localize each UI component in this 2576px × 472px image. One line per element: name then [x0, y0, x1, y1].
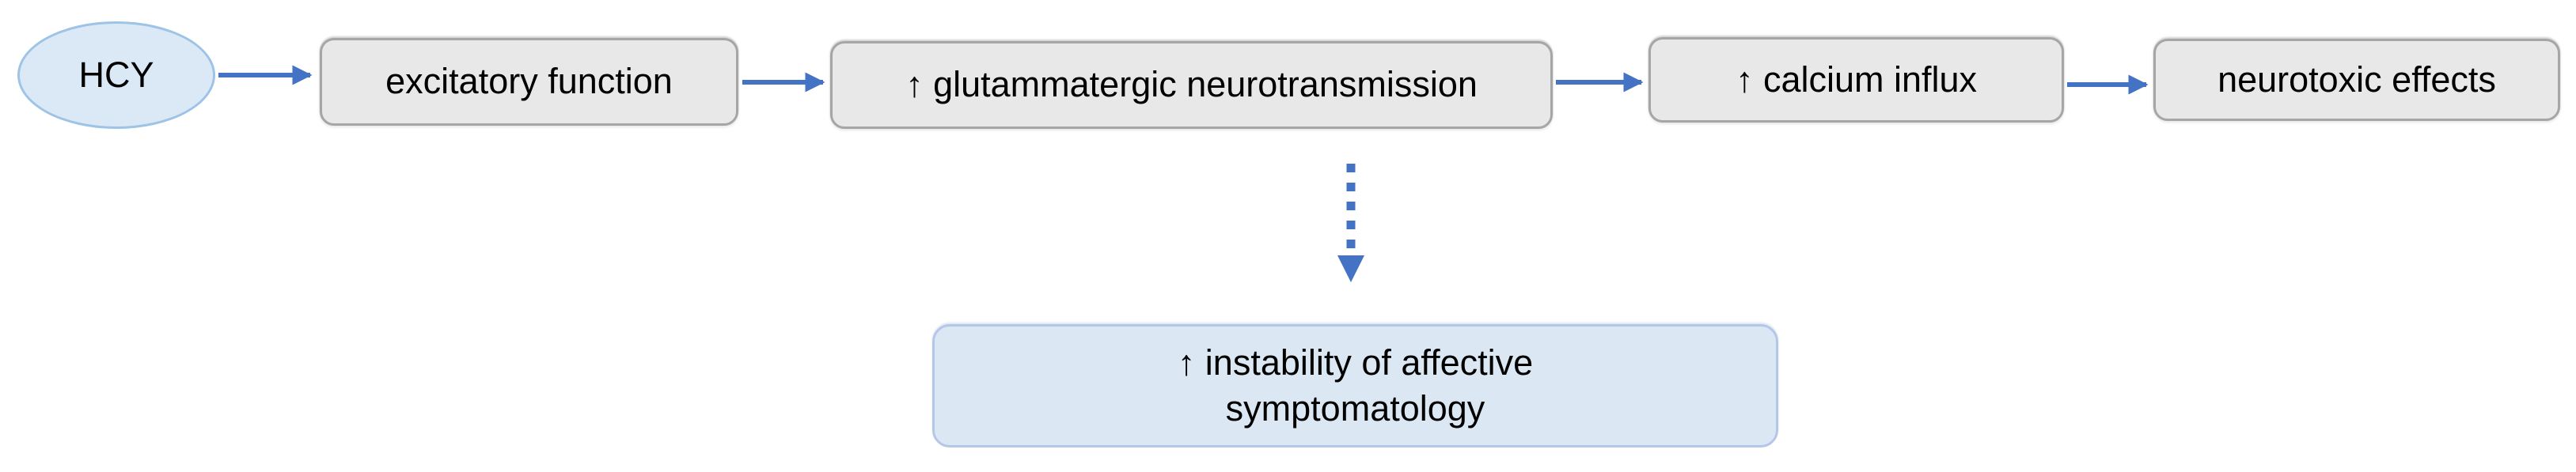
node-excitatory-function: excitatory function — [320, 38, 738, 126]
node-hcy-label: HCY — [78, 54, 154, 95]
node-glutamatergic-neurotransmission-label: ↑ glutammatergic neurotransmission — [905, 64, 1478, 105]
node-instability-affective-symptomatology: ↑ instability of affective symptomatolog… — [932, 324, 1778, 447]
node-calcium-influx-label: ↑ calcium influx — [1735, 59, 1978, 100]
node-neurotoxic-effects-label: neurotoxic effects — [2217, 59, 2496, 100]
node-calcium-influx: ↑ calcium influx — [1648, 37, 2064, 123]
dashed-arrow-head — [1337, 255, 1364, 282]
node-hcy: HCY — [17, 21, 215, 129]
node-instability-affective-symptomatology-label: ↑ instability of affective symptomatolog… — [1177, 342, 1534, 429]
node-glutamatergic-neurotransmission: ↑ glutammatergic neurotransmission — [830, 41, 1553, 129]
node-excitatory-function-label: excitatory function — [385, 61, 673, 102]
node-neurotoxic-effects: neurotoxic effects — [2153, 39, 2560, 121]
